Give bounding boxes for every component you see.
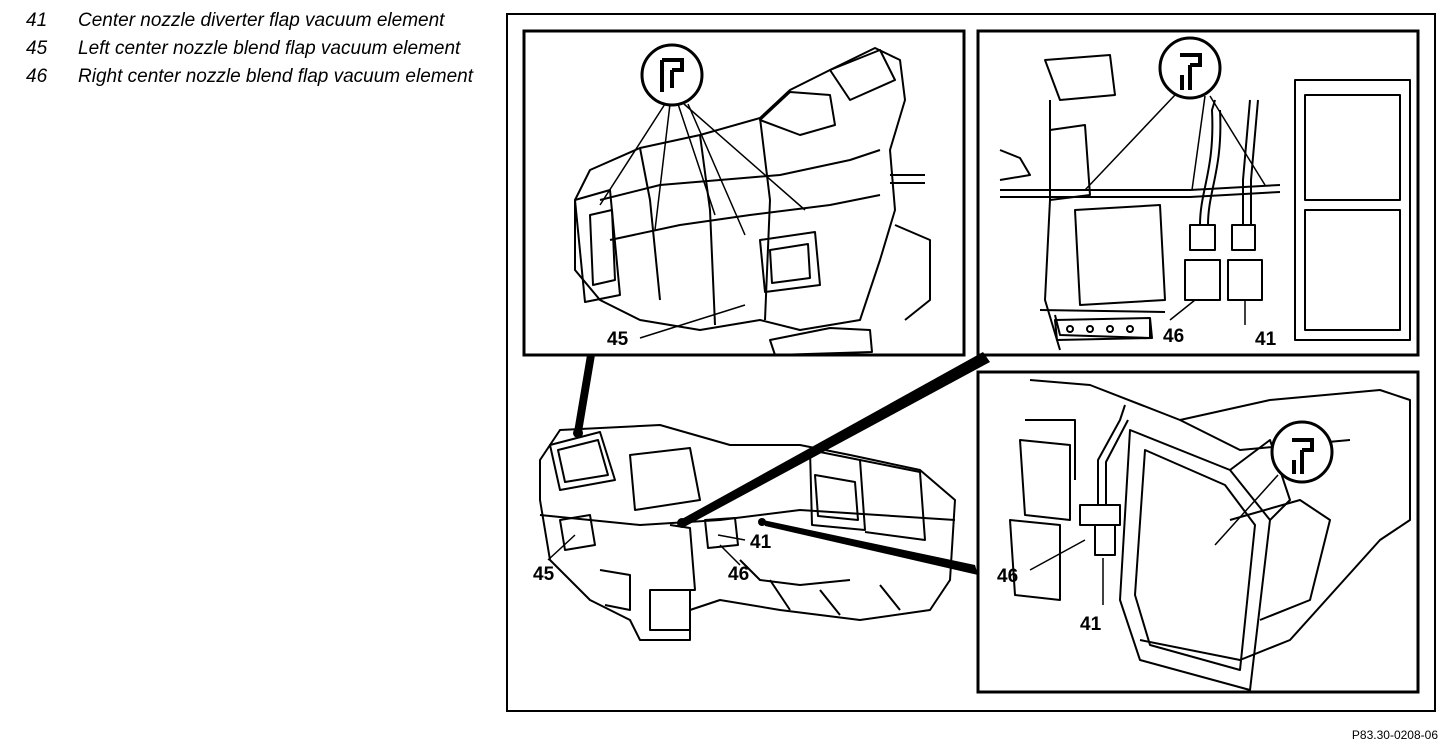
legend-number: 46 [26, 66, 48, 87]
overview-assembly: 45 46 41 [533, 424, 956, 641]
legend: 41 Center nozzle diverter flap vacuum el… [20, 8, 480, 92]
callout-label: 45 [607, 329, 629, 350]
legend-text: Center nozzle diverter flap vacuum eleme… [78, 10, 445, 31]
callout-label: 45 [533, 564, 555, 585]
legend-number: 41 [26, 10, 48, 31]
vacuum-symbol-icon [640, 43, 704, 107]
vacuum-symbol-icon [1270, 420, 1334, 484]
vacuum-symbol-icon [1158, 36, 1222, 100]
detail-panel-bottom-right: 46 41 [976, 370, 1420, 694]
callout-label: 46 [728, 564, 749, 585]
outer-frame [506, 13, 1436, 712]
legend-item-45: 45 Left center nozzle blend flap vacuum … [20, 36, 480, 62]
detail-panel-top-left: 45 [522, 29, 966, 357]
legend-item-46: 46 Right center nozzle blend flap vacuum… [20, 64, 480, 90]
callout-label: 41 [1080, 614, 1102, 635]
figure-code: P83.30-0208-06 [1351, 728, 1438, 742]
legend-text: Left center nozzle blend flap vacuum ele… [78, 38, 461, 59]
legend-item-41: 41 Center nozzle diverter flap vacuum el… [20, 8, 480, 34]
callout-label: 46 [997, 566, 1018, 587]
callout-label: 41 [1255, 329, 1277, 350]
detail-panel-top-right: 46 41 [976, 29, 1420, 357]
callout-label: 46 [1163, 326, 1184, 347]
legend-text: Right center nozzle blend flap vacuum el… [78, 66, 474, 87]
callout-label: 41 [750, 532, 772, 553]
legend-number: 45 [26, 38, 48, 59]
detail-connectors [574, 352, 990, 575]
